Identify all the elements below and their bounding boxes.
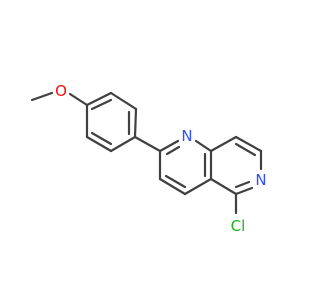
bond-n6-c5: [234, 186, 254, 196]
bond-benzene-1-inner: [90, 98, 113, 111]
bond-c8a-c8: [209, 135, 238, 153]
bond-oxygen-aryl: [68, 92, 89, 107]
bond-c5-c4a: [209, 177, 238, 196]
atom-nitrogen-6: N: [255, 171, 266, 189]
bond-aryl-naphthyridine: [133, 135, 162, 153]
atom-label-n1: N: [181, 127, 192, 145]
bond-n1-c8a: [194, 139, 213, 153]
bond-benzene-5: [85, 135, 113, 153]
bond-benzene-5-inner: [90, 131, 113, 146]
bond-c4-c3: [158, 177, 187, 196]
atom-oxygen: O: [55, 82, 67, 100]
bond-c2-n1-inner: [165, 145, 181, 156]
atom-label-layer: O N N Cl: [55, 82, 267, 235]
atom-label-cl: Cl: [231, 217, 246, 235]
bond-c4a-c4: [183, 177, 213, 196]
atom-chlorine: Cl: [231, 217, 246, 235]
bond-c2-n1: [158, 139, 180, 153]
bond-c4-c3-inner: [164, 174, 187, 189]
bond-benzene-3: [133, 107, 138, 139]
bond-c8-c7-inner: [234, 142, 257, 157]
bond-layer: [30, 91, 263, 215]
molecule-structure-diagram: O N N Cl: [30, 82, 267, 235]
bond-benzene-1: [85, 91, 113, 107]
atom-label-o: O: [55, 82, 67, 100]
bond-methyl-oxygen: [30, 91, 54, 102]
bond-n6-c5-inner: [234, 180, 251, 189]
bond-c8-c7: [234, 135, 263, 153]
atom-nitrogen-1: N: [181, 127, 192, 145]
atom-label-n6: N: [255, 171, 266, 189]
bond-benzene-2: [109, 91, 138, 111]
bond-benzene-4: [109, 135, 137, 153]
